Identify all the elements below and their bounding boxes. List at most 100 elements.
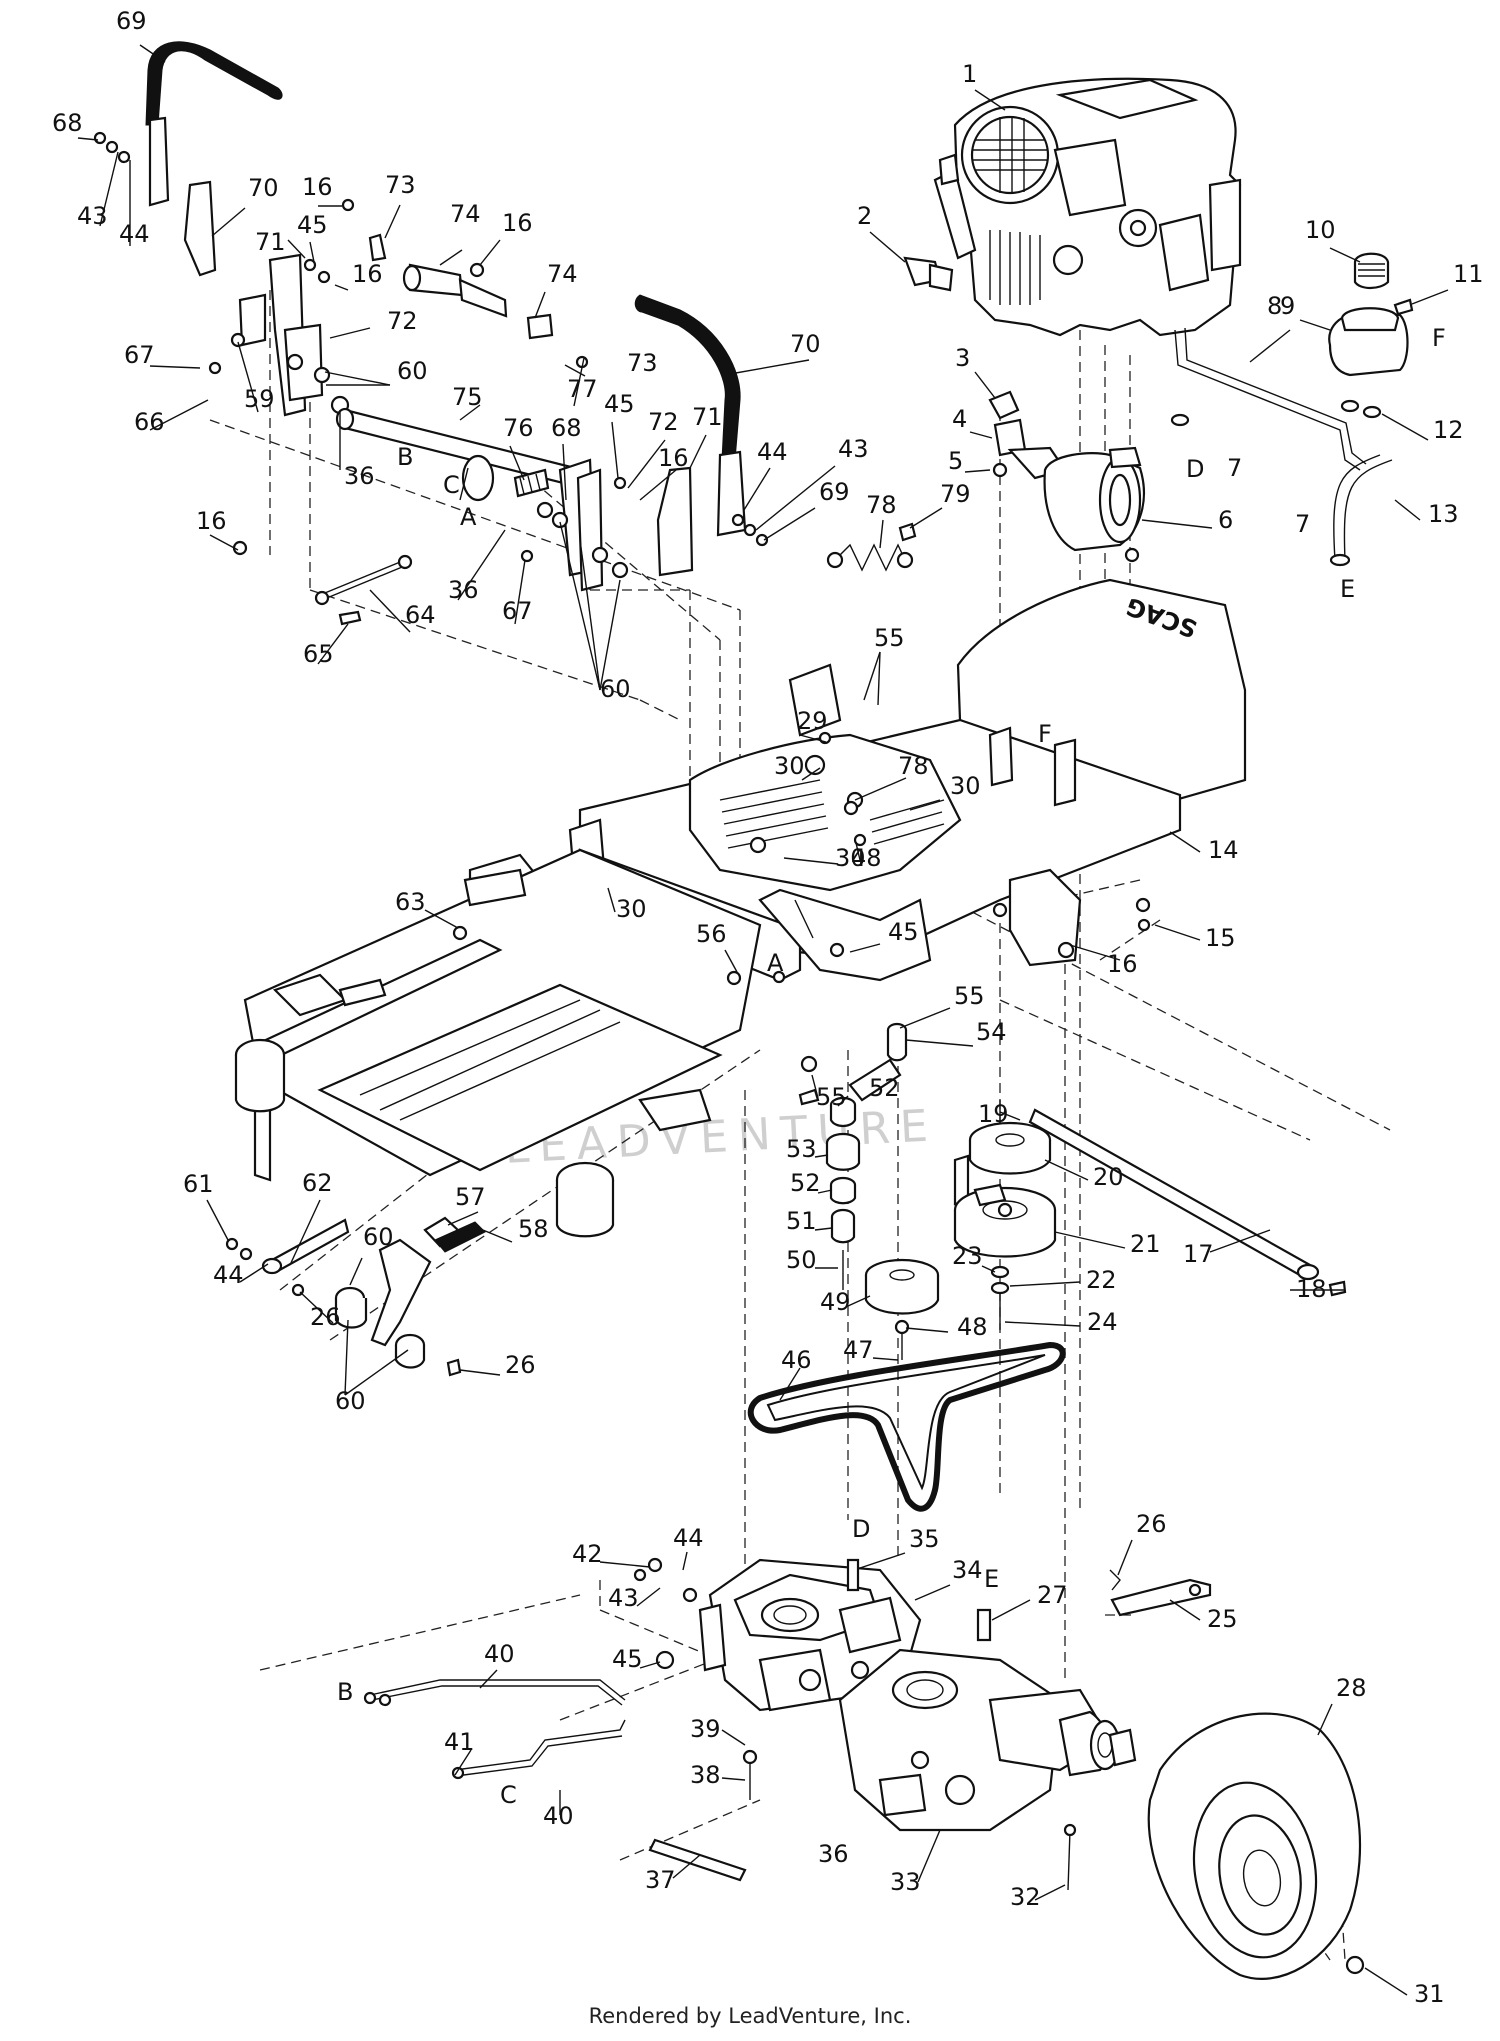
reference-letter: D [1186,455,1204,483]
callout-label: 40 [543,1802,574,1830]
callout-label: 23 [952,1242,983,1270]
callout-label: 68 [551,414,582,442]
brake-bracket [1109,1569,1212,1617]
callout-label: 59 [244,385,275,413]
callout-label: 48 [957,1313,988,1341]
callout-label: 26 [310,1303,341,1331]
callout-label: 45 [297,211,328,239]
callout-label: 8 [1267,292,1282,320]
callout-label: 73 [627,349,658,377]
callout-label: 51 [786,1207,817,1235]
callout-label: 56 [696,920,727,948]
callout-label: 52 [790,1169,821,1197]
callout-label: 52 [869,1074,900,1102]
callout-label: 34 [952,1556,983,1584]
callout-label: 44 [119,220,150,248]
transaxle-hardware [633,1557,1077,1891]
callout-label: 43 [77,202,108,230]
callout-label: 36 [818,1840,849,1868]
callout-label: 67 [124,341,155,369]
callout-label: 74 [547,260,578,288]
callout-label: 9 [1280,292,1295,320]
callout-label: 16 [502,209,533,237]
reference-letter: A [767,949,784,977]
footer-credit: Rendered by LeadVenture, Inc. [588,2004,912,2028]
rear-axle-rod [1028,1108,1347,1297]
callout-label: 19 [978,1100,1009,1128]
callout-label: 57 [455,1183,486,1211]
reference-letters: A A B B C C D D E E F F [337,324,1446,1809]
reference-letter: F [1432,324,1446,352]
left-control-handle [145,41,324,417]
reference-letter: A [460,503,477,531]
callout-label: 58 [518,1215,549,1243]
callout-label: 63 [395,888,426,916]
callout-label: 30 [616,895,647,923]
right-control-handle [634,294,769,547]
callout-label: 48 [851,844,882,872]
callout-label: 41 [444,1728,475,1756]
callout-label: 31 [1414,1980,1445,2008]
callout-label: 30 [774,752,805,780]
callout-label: 45 [888,918,919,946]
callout-label: 78 [866,491,897,519]
callout-label: 61 [183,1170,214,1198]
callout-label: 60 [335,1387,366,1415]
callout-label: 16 [352,260,383,288]
drive-belt [747,1341,1066,1512]
callout-label: 73 [385,171,416,199]
main-frame: SCAG [234,578,1247,1238]
callout-label: 16 [302,173,333,201]
callout-label: 46 [781,1346,812,1374]
callout-label: 67 [502,597,533,625]
callout-label: 66 [134,408,165,436]
callout-label: 5 [948,447,963,475]
frame-hardware [452,731,1151,1073]
callout-label: 26 [505,1351,536,1379]
callout-label: 49 [820,1288,851,1316]
reference-letter: B [397,443,413,471]
callout-label: 70 [248,174,279,202]
callout-label: 47 [843,1336,874,1364]
callout-label: 13 [1428,500,1459,528]
callout-label: 60 [600,675,631,703]
callout-label: 10 [1305,216,1336,244]
callout-label: 64 [405,601,436,629]
callout-label: 7 [1227,454,1242,482]
callout-label: 68 [52,109,83,137]
reference-letter: F [1038,720,1052,748]
callout-label: 14 [1208,836,1239,864]
callout-label: 69 [116,7,147,35]
right-handle-mounts [520,458,694,592]
callout-label: 36 [344,462,375,490]
callout-label: 33 [890,1868,921,1896]
callout-label: 17 [1183,1240,1214,1268]
callout-label: 18 [1296,1275,1327,1303]
callout-label: 71 [255,228,286,256]
callout-label: 55 [954,982,985,1010]
linkage-rod [314,554,413,626]
callout-label: 62 [302,1169,333,1197]
callout-label: 40 [484,1640,515,1668]
brake-pedal [225,1216,486,1377]
callout-label: 35 [909,1525,940,1553]
control-rods [363,1679,626,1780]
callout-label: 74 [450,200,481,228]
reference-letter: C [500,1781,517,1809]
tension-spring [826,522,917,572]
callout-label: 7 [1295,510,1310,538]
callout-label: 44 [757,438,788,466]
callout-label: 44 [213,1261,244,1289]
callout-label: 72 [387,307,418,335]
clutch-assembly [953,1100,1057,1330]
callout-label: 43 [838,435,869,463]
callout-label: 72 [648,408,679,436]
callout-label: 45 [604,390,635,418]
callout-label: 2 [857,202,872,230]
callout-label: 71 [692,403,723,431]
leader-lines [77,44,1449,1996]
transaxle-right [838,1648,1137,1832]
reference-letter: C [443,471,460,499]
callout-label: 28 [1336,1674,1367,1702]
callout-label: 16 [1107,950,1138,978]
